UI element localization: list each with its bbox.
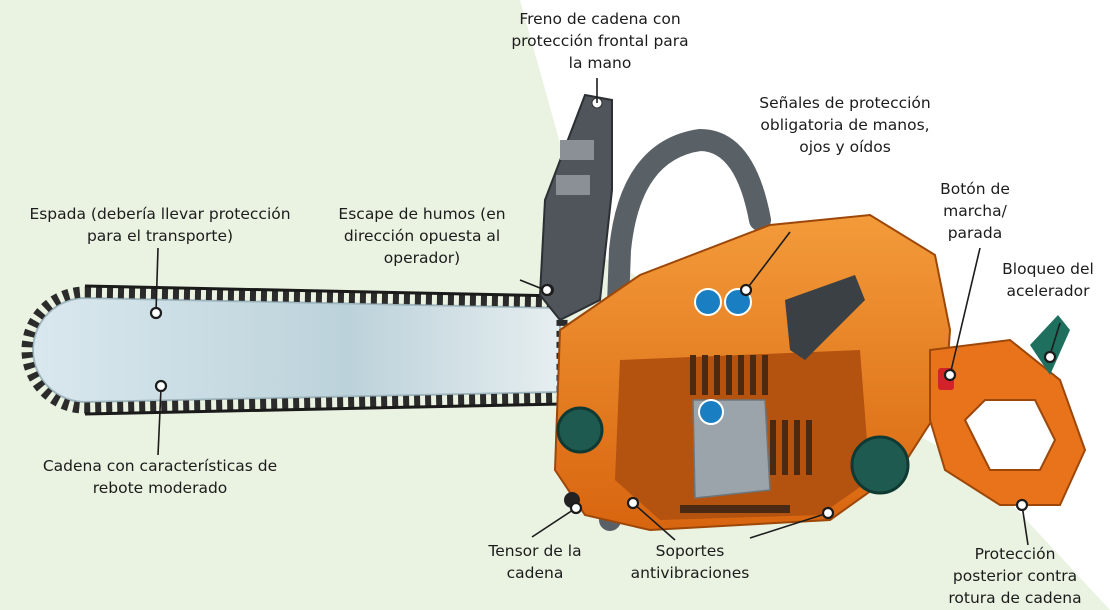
label-tensioner: Tensor de la cadena [488,542,582,582]
rear-handle [929,315,1087,506]
hand-protection-icon [694,288,722,316]
label-rear-guard: Protección posterior contra rotura de ca… [948,545,1082,607]
label-chain-brake: Freno de cadena con protección frontal p… [511,10,689,72]
engine-housing [553,213,952,532]
chain [21,284,568,416]
label-exhaust: Escape de humos (en dirección opuesta al… [338,205,506,267]
label-bar: Espada (debería llevar protección para e… [29,205,291,245]
guide-bar [32,296,561,404]
label-start-stop: Botón de marcha/ parada [940,180,1010,242]
label-chain: Cadena con características de rebote mod… [42,457,278,497]
front-handle [599,128,771,531]
label-safety-signs: Señales de protección obligatoria de man… [759,94,931,156]
throttle-lock [1030,315,1070,375]
leader-lines [155,78,1061,546]
callout-dots [149,283,1057,520]
ear-protection-icon [698,399,724,425]
label-anti-vibration: Soportes antivibraciones [630,542,750,582]
label-throttle-lock: Bloqueo del acelerador [1002,260,1094,300]
cooling-vents [680,355,812,513]
